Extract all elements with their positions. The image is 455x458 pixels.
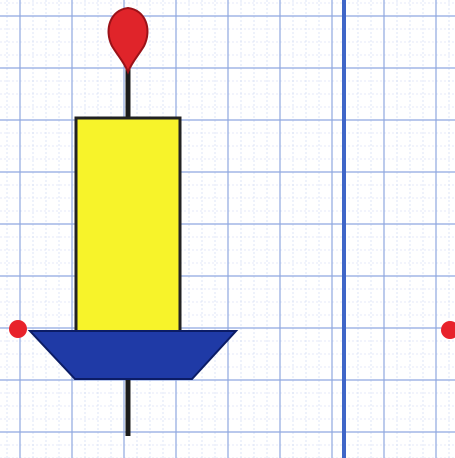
- candle-body-icon: [76, 118, 180, 332]
- left-red-dot-marker: [9, 320, 27, 338]
